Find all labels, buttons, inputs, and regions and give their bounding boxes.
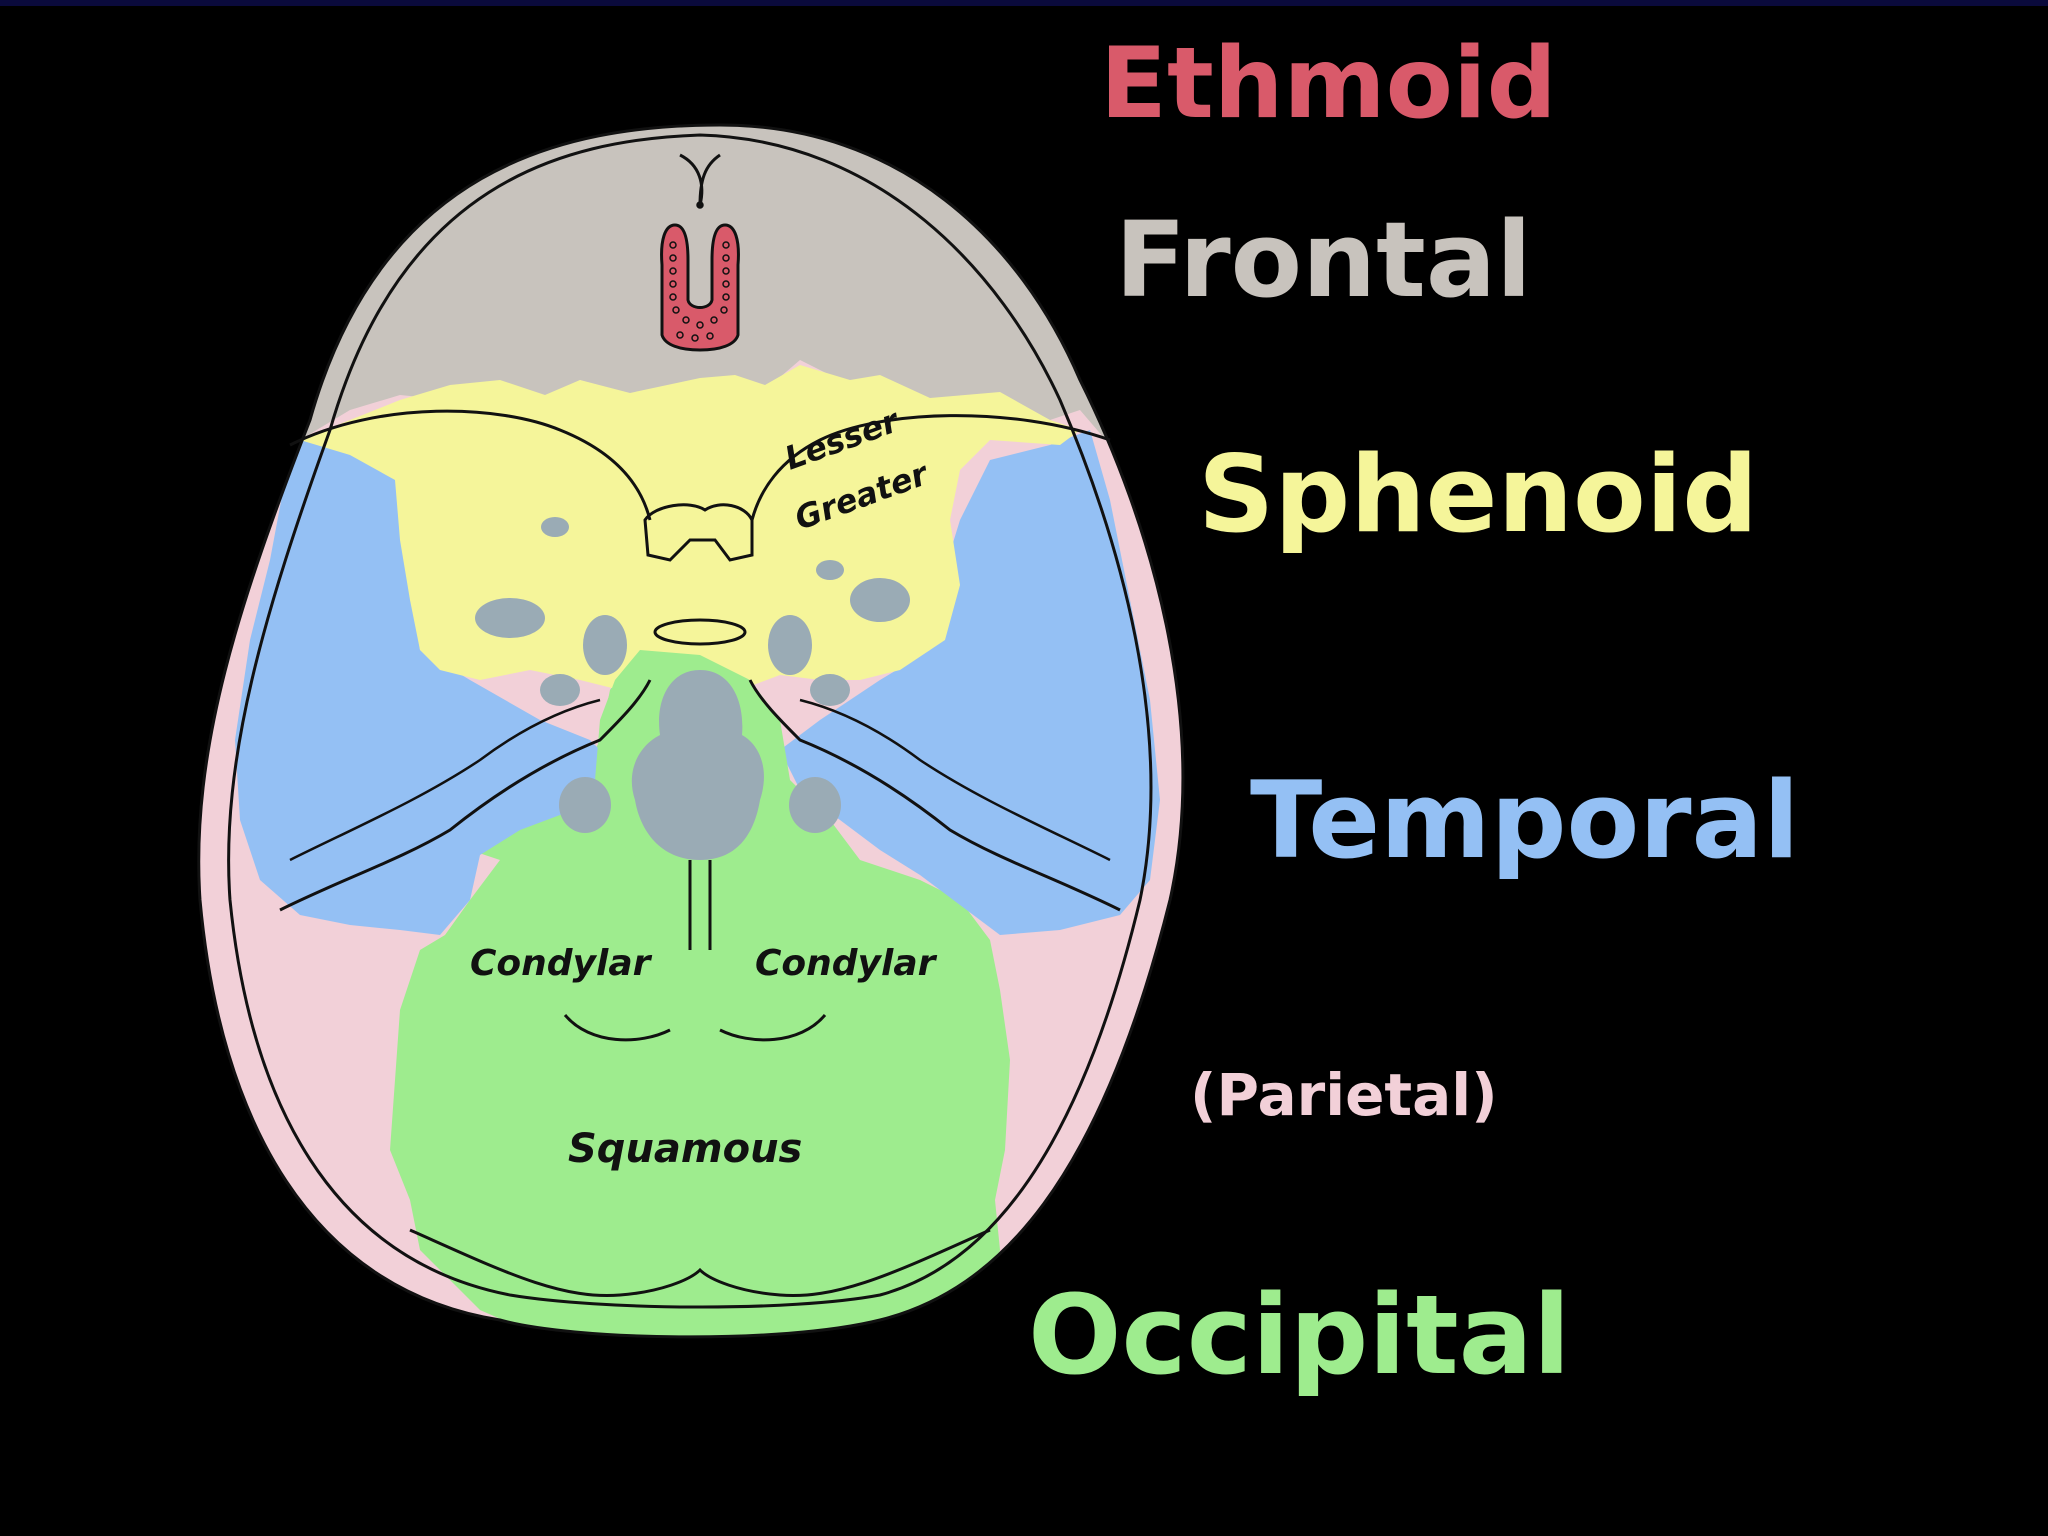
foramen-magnum xyxy=(631,670,764,860)
legend-sphenoid: Sphenoid xyxy=(1198,433,1759,556)
lesser-wing-ridge xyxy=(289,409,652,521)
label-condylar-left: Condylar xyxy=(470,943,653,984)
label-squamous: Squamous xyxy=(568,1126,802,1172)
legend-ethmoid: Ethmoid xyxy=(1100,27,1557,141)
label-condylar-right: Condylar xyxy=(755,943,938,984)
internal-occipital-crest xyxy=(688,860,712,950)
ethmoid-region xyxy=(660,223,740,352)
hypophyseal-fossa xyxy=(653,618,747,646)
skull-outer-outline xyxy=(197,123,1185,1339)
legend-occipital: Occipital xyxy=(1028,1271,1571,1399)
temporal-right-region xyxy=(780,430,1160,935)
occipital-region xyxy=(390,650,1010,1337)
condylar-curve-left xyxy=(563,1014,671,1042)
top-bar xyxy=(0,0,2048,6)
petrous-ridge-left-2 xyxy=(289,698,601,862)
petrous-ridge-left xyxy=(279,679,652,912)
temporal-left-region xyxy=(235,440,620,935)
legend-frontal: Frontal xyxy=(1115,199,1532,321)
petrous-ridge-right xyxy=(748,679,1121,912)
condylar-curve-right xyxy=(719,1014,827,1042)
lesser-wing-ridge-right xyxy=(750,414,1111,521)
foramina xyxy=(475,517,910,833)
legend-temporal: Temporal xyxy=(1250,759,1800,882)
ethmoid-holes xyxy=(669,201,730,342)
sella-turcica xyxy=(643,503,754,562)
occipital-ridge xyxy=(409,1228,991,1298)
legend-parietal: (Parietal) xyxy=(1190,1061,1498,1129)
crista-galli xyxy=(679,153,721,206)
petrous-ridge-right-2 xyxy=(799,698,1111,862)
skull-inner-outline xyxy=(227,133,1153,1309)
